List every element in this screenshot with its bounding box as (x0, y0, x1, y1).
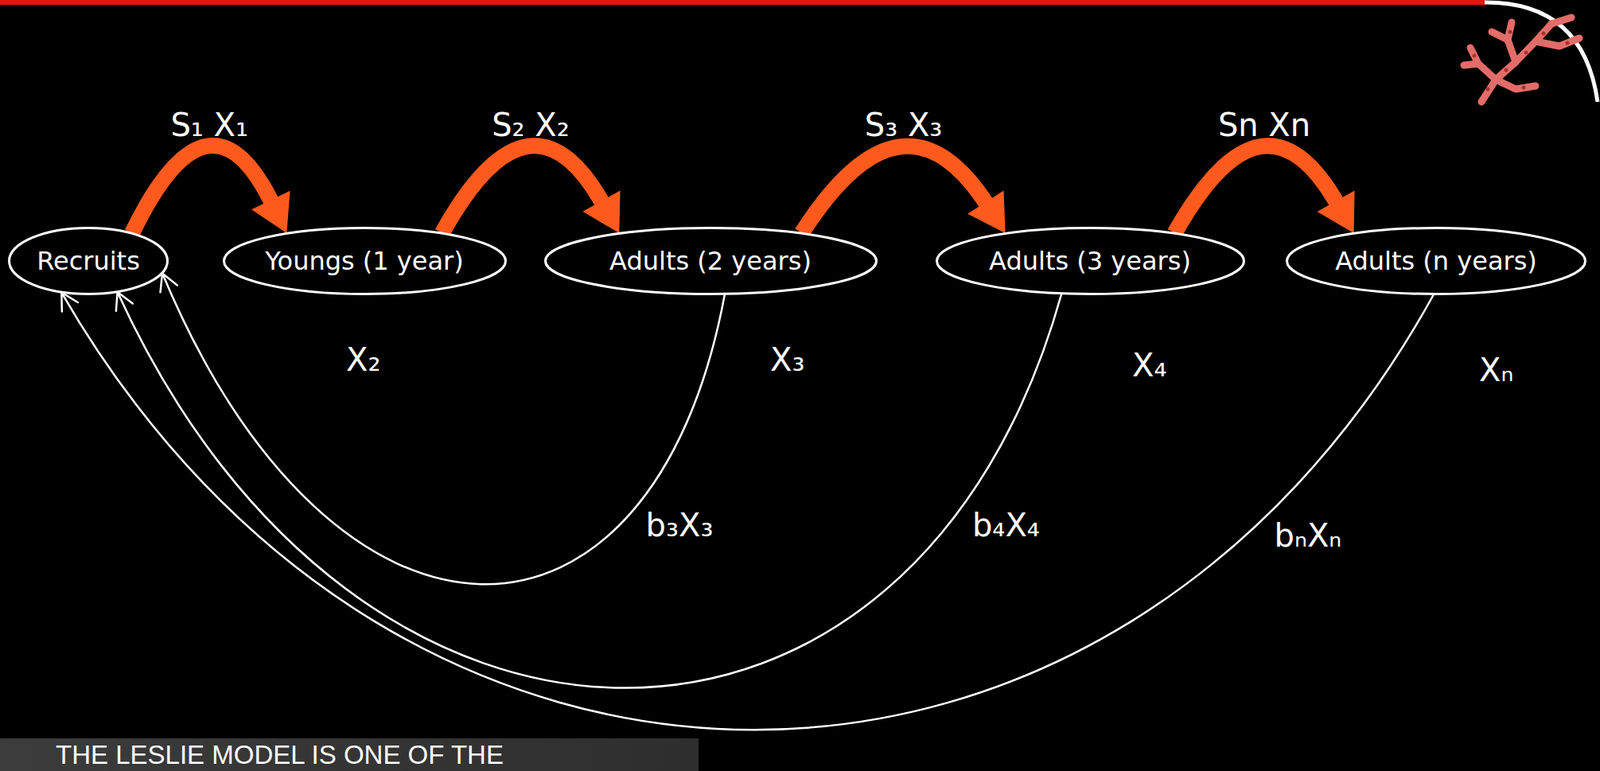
edge-label: b₄X₄ (972, 507, 1040, 543)
stage-count-label: Xₙ (1479, 352, 1514, 388)
stage-name: Adults (2 years) (609, 246, 812, 277)
ellipse-shape (223, 228, 506, 295)
fecundity-line (61, 292, 1434, 731)
edge-label: S₁ X₁ (170, 107, 249, 143)
survival-arrow-head (582, 190, 620, 234)
survival-arrow (1174, 145, 1355, 234)
fecundity-line (116, 291, 1062, 688)
stage-count-label: X₄ (1132, 347, 1167, 383)
coral-branch (1551, 17, 1572, 24)
survival-arrow-head (967, 190, 1006, 234)
stage-name: Adults (n years) (1335, 246, 1538, 277)
survival-arrow-body (801, 146, 989, 234)
stage-ellipse: Adults (2 years) (544, 226, 878, 296)
edge-label: bₙXₙ (1274, 517, 1343, 553)
survival-arrow-body (442, 145, 604, 234)
coral-polyp (1522, 85, 1527, 90)
coral-illustration (1463, 17, 1580, 102)
fecundity-line-path (160, 272, 725, 584)
edge-label: b₃X₃ (646, 507, 714, 543)
coral-polyp (1472, 54, 1477, 59)
corner-frame (1484, 2, 1598, 102)
fecundity-line-path (61, 292, 1434, 731)
stage-ellipse: Adults (3 years) (935, 226, 1246, 296)
edge-label: S₃ X₃ (864, 107, 943, 143)
coral-polyp (1524, 50, 1529, 55)
survival-arrow (132, 145, 291, 234)
survival-arrow-head (251, 190, 291, 234)
survival-arrow-head (1317, 190, 1355, 234)
survival-arrow (442, 145, 621, 234)
stage-count-label: X₃ (770, 342, 805, 378)
ellipse-shape (936, 228, 1244, 295)
ellipse-shape (9, 228, 168, 295)
stage-ellipse: Adults (n years) (1285, 226, 1587, 296)
stage-ellipse: Youngs (1 year) (222, 226, 507, 296)
survival-arrow (801, 146, 1006, 234)
edge-label: Sn Xn (1218, 107, 1311, 143)
survival-arrow-body (132, 145, 273, 234)
stage-name: Adults (3 years) (988, 246, 1192, 277)
stage-ellipse: Recruits (7, 226, 169, 296)
coral-polyp (1486, 87, 1491, 92)
coral-polyp (1508, 30, 1513, 35)
top-red-bar (0, 0, 1487, 5)
coral-polyp (1565, 41, 1570, 46)
stage-name: Recruits (36, 246, 141, 277)
survival-arrow-body (1174, 145, 1339, 234)
coral-branch (1495, 79, 1536, 90)
edge-label: S₂ X₂ (491, 107, 570, 143)
coral-polyps (1472, 30, 1570, 92)
fecundity-line-path (116, 291, 1062, 688)
ellipse-shape (545, 228, 876, 295)
subtitle-caption: THE LESLIE MODEL IS ONE OF THE (0, 738, 699, 771)
coral-polyp (1541, 31, 1546, 36)
coral-branch (1491, 31, 1508, 40)
coral-polyp (1504, 68, 1509, 73)
ellipse-shape (1287, 228, 1586, 295)
stage-name: Youngs (1 year) (264, 246, 464, 277)
coral-branch (1463, 63, 1479, 66)
fecundity-line (160, 272, 725, 584)
coral-branch (1535, 38, 1580, 47)
stage-count-label: X₂ (346, 342, 381, 378)
